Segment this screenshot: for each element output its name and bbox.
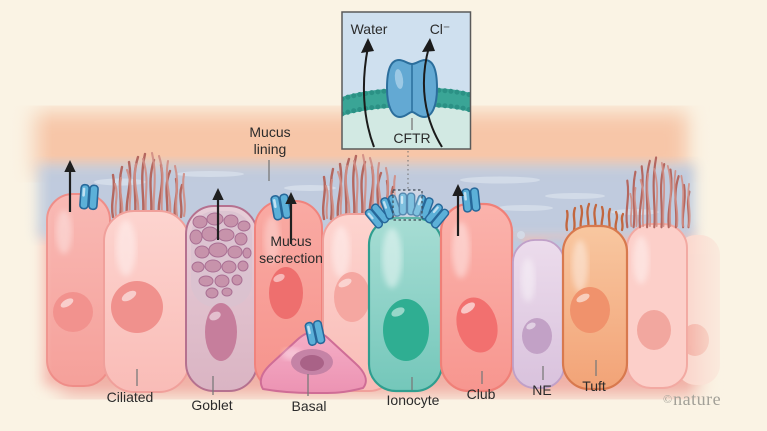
club-cell (439, 202, 514, 393)
label-ciliated: Ciliated (106, 389, 154, 405)
water-arrow (362, 46, 375, 148)
ciliated-cell (626, 223, 688, 389)
nucleus (334, 272, 370, 322)
nucleus (570, 287, 610, 333)
nucleus (522, 318, 552, 354)
copyright-icon: © (663, 392, 674, 406)
label-club: Club (466, 386, 496, 402)
inset-border (341, 11, 472, 150)
label-goblet: Goblet (191, 397, 233, 413)
left-edge-fade (0, 95, 52, 415)
label-mucus-lining: Mucus lining (249, 124, 291, 157)
label-ionocyte: Ionocyte (386, 392, 440, 408)
inset-panel (341, 11, 472, 150)
ionocyte-cell (367, 216, 444, 393)
chloride-arrow (422, 46, 443, 148)
ciliated-cell (103, 151, 190, 393)
basal-cell (259, 330, 367, 395)
label-basal: Basal (291, 398, 327, 414)
dashed-highlight-box (392, 189, 423, 221)
goblet-cell (185, 205, 258, 392)
intracellular-region (342, 102, 471, 149)
ciliated-cell-left (46, 193, 111, 387)
pointer-lines (136, 160, 597, 396)
nucleus (53, 292, 93, 332)
label-chloride: Cl⁻ (429, 21, 451, 37)
label-mucus-secretion: Mucus secrection (259, 233, 323, 266)
label-water: Water (350, 21, 388, 37)
flux-arrows (361, 38, 443, 148)
nucleus (111, 281, 163, 333)
label-ne: NE (532, 382, 552, 398)
nucleus (383, 299, 429, 361)
ne-cell (512, 239, 565, 389)
nucleus (205, 303, 237, 361)
watermark-name: nature (673, 389, 722, 409)
label-tuft: Tuft (582, 378, 606, 394)
cftr-channel-icon (461, 187, 481, 213)
cftr-channel (386, 59, 438, 118)
nucleus (637, 310, 671, 350)
nucleus (269, 267, 303, 319)
right-edge-fade (686, 95, 767, 415)
tuft-cell (561, 202, 629, 391)
nature-watermark: ©nature (663, 389, 721, 410)
label-cftr: CFTR (393, 130, 431, 146)
mucin-granules (189, 212, 252, 299)
cftr-channel-icon (78, 183, 100, 211)
